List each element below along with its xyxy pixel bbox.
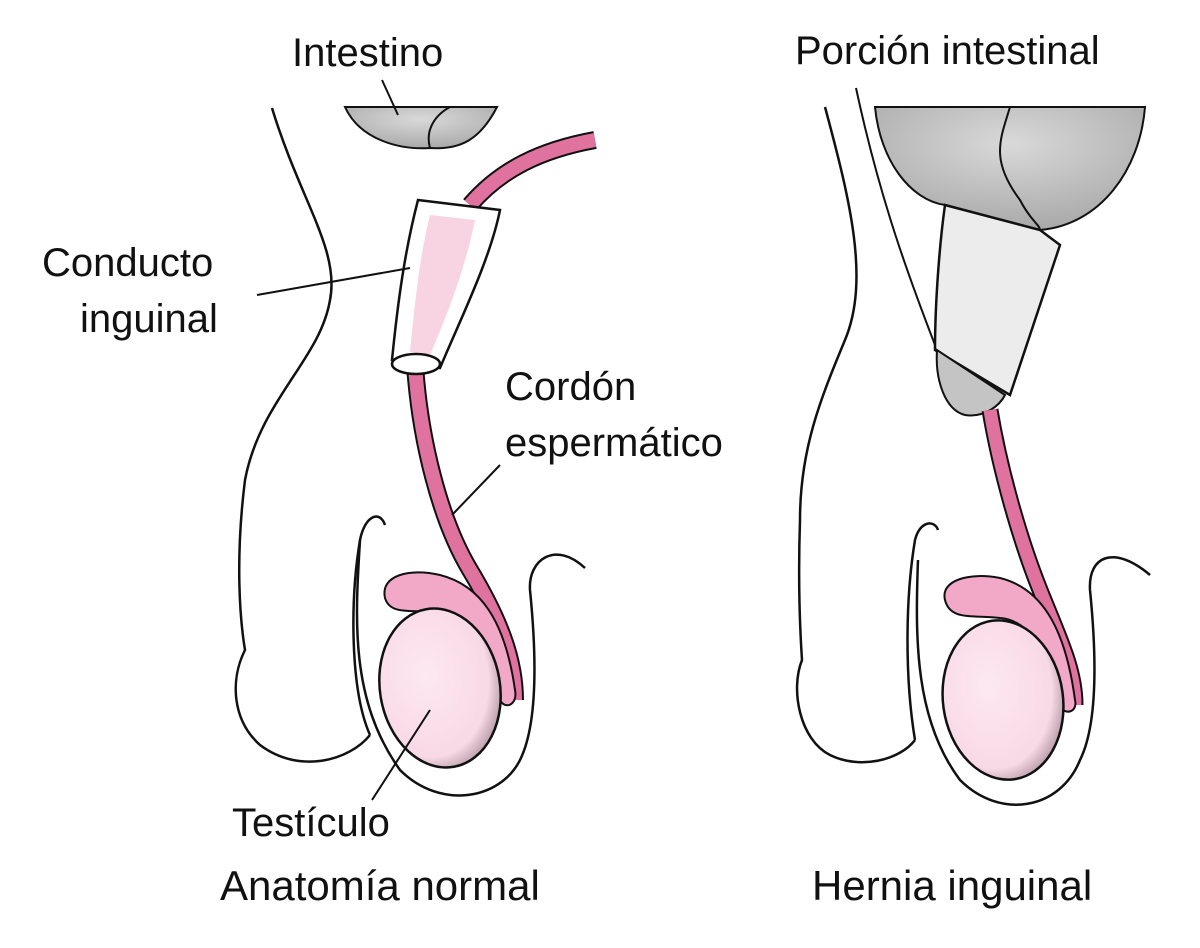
penis-outline [352, 515, 387, 736]
testicle-right [941, 619, 1065, 781]
intestine-large [873, 106, 1147, 232]
hernia-sac [933, 203, 1062, 397]
label-cordon-line1: Cordón [505, 365, 637, 409]
testicle [378, 607, 502, 769]
leader-cordon [451, 464, 501, 516]
label-intestino: Intestino [292, 31, 444, 75]
label-testiculo: Testículo [232, 801, 390, 845]
leader-intestino [381, 79, 399, 116]
label-cordon-line2: espermático [505, 421, 723, 465]
label-conducto-line2: inguinal [80, 297, 218, 341]
caption-normal-anatomy: Anatomía normal [220, 862, 540, 909]
scrotum-outline-right [915, 556, 1151, 806]
label-porcion-intestinal: Porción intestinal [795, 29, 1100, 73]
herniated-intestine-tip [935, 348, 1007, 417]
body-outline [234, 107, 371, 763]
leader-testiculo [371, 709, 431, 801]
intestine-shape [343, 106, 499, 150]
normal-anatomy-panel [234, 79, 597, 801]
label-conducto-line1: Conducto [42, 241, 214, 285]
caption-inguinal-hernia: Hernia inguinal [812, 862, 1093, 909]
scrotum-outline [355, 539, 586, 797]
hernia-panel [795, 87, 1151, 806]
body-outline-right [795, 106, 916, 764]
epididymis-right [943, 575, 1077, 713]
leader-conducto [256, 267, 411, 296]
